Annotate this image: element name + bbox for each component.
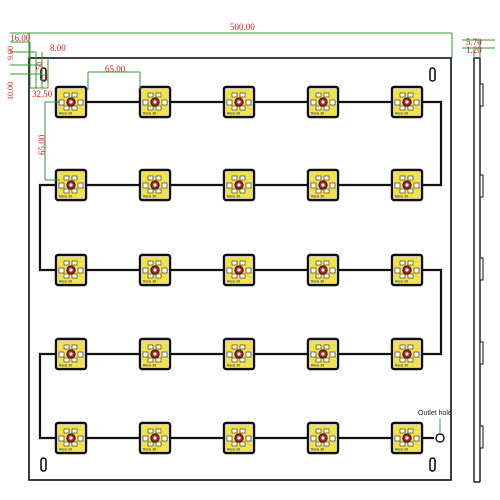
led-module: Rene 30 (54, 337, 88, 371)
led-module-label: Rene 30 (311, 364, 324, 368)
led-module: Rene 30 (306, 421, 340, 455)
dim-side-thickness: 5.70 (466, 37, 482, 47)
led-module-label: Rene 30 (311, 195, 324, 199)
led-module-label: Rene 30 (311, 280, 324, 284)
led-module-label: Rene 30 (59, 112, 72, 116)
led-module-label: Rene 30 (227, 280, 240, 284)
led-module: Rene 30 (306, 168, 340, 202)
dim-offset-9: 9.00 (6, 46, 15, 60)
led-module-label: Rene 30 (395, 195, 408, 199)
dim-led-pitch-y: 65.00 (37, 134, 47, 155)
dim-offset-13: 13 (41, 74, 50, 82)
dimension-lines (10, 32, 495, 181)
led-module: Rene 30 (138, 337, 172, 371)
side-view (473, 57, 484, 483)
dim-overall-width: 500.00 (230, 22, 255, 32)
led-module: Rene 30 (390, 85, 424, 119)
dim-offset-50: 50 (35, 62, 44, 70)
led-module-label: Rene 30 (395, 364, 408, 368)
led-module: Rene 30 (222, 85, 256, 119)
led-module-label: Rene 30 (59, 195, 72, 199)
led-module: Rene 30 (54, 85, 88, 119)
led-module: Rene 30 (138, 421, 172, 455)
outlet-hole (435, 433, 445, 443)
mounting-slot-bottom-left (40, 457, 47, 472)
led-module-label: Rene 30 (227, 448, 240, 452)
dim-offset-10: 10.00 (6, 82, 15, 100)
led-module: Rene 30 (222, 421, 256, 455)
led-module-label: Rene 30 (311, 448, 324, 452)
dim-left-margin-a: 16.00 (10, 33, 31, 43)
led-module-label: Rene 30 (143, 112, 156, 116)
led-module: Rene 30 (222, 253, 256, 287)
led-module: Rene 30 (54, 421, 88, 455)
led-module: Rene 30 (54, 168, 88, 202)
led-grid: Rene 30 Rene 30 Rene 30 Rene 30 Rene 30 Rene … (54, 85, 424, 455)
led-module-label: Rene 30 (59, 364, 72, 368)
led-module: Rene 30 (138, 253, 172, 287)
dimension-labels: 500.00 16.00 8.00 9.00 50 13 10.00 32.50… (6, 22, 482, 155)
dim-left-margin-b: 8.00 (50, 43, 66, 53)
led-module-label: Rene 30 (395, 280, 408, 284)
led-module: Rene 30 (390, 421, 424, 455)
led-module-label: Rene 30 (395, 112, 408, 116)
led-module: Rene 30 (390, 337, 424, 371)
led-module: Rene 30 (390, 168, 424, 202)
led-module-label: Rene 30 (227, 112, 240, 116)
led-module: Rene 30 (54, 253, 88, 287)
mounting-slot-bottom-right (429, 457, 436, 472)
led-module-label: Rene 30 (143, 448, 156, 452)
led-module: Rene 30 (222, 337, 256, 371)
led-module: Rene 30 (390, 253, 424, 287)
led-module-label: Rene 30 (143, 195, 156, 199)
led-module: Rene 30 (138, 85, 172, 119)
led-module: Rene 30 (306, 253, 340, 287)
led-module-label: Rene 30 (311, 112, 324, 116)
led-module: Rene 30 (306, 337, 340, 371)
outlet-hole-label: Outlet hole (418, 410, 452, 417)
led-module-label: Rene 30 (59, 448, 72, 452)
led-module-label: Rene 30 (143, 364, 156, 368)
led-module-label: Rene 30 (227, 195, 240, 199)
led-module-label: Rene 30 (59, 280, 72, 284)
led-module: Rene 30 (306, 85, 340, 119)
led-module-label: Rene 30 (395, 448, 408, 452)
led-module-label: Rene 30 (227, 364, 240, 368)
led-module: Rene 30 (222, 168, 256, 202)
led-module: Rene 30 (138, 168, 172, 202)
dim-led-pitch-x: 65.00 (105, 64, 126, 74)
led-module-label: Rene 30 (143, 280, 156, 284)
mounting-slot-top-right (429, 67, 436, 82)
dim-side-inner: 1.20 (466, 45, 482, 55)
dim-first-led-offset: 32.50 (32, 89, 53, 99)
